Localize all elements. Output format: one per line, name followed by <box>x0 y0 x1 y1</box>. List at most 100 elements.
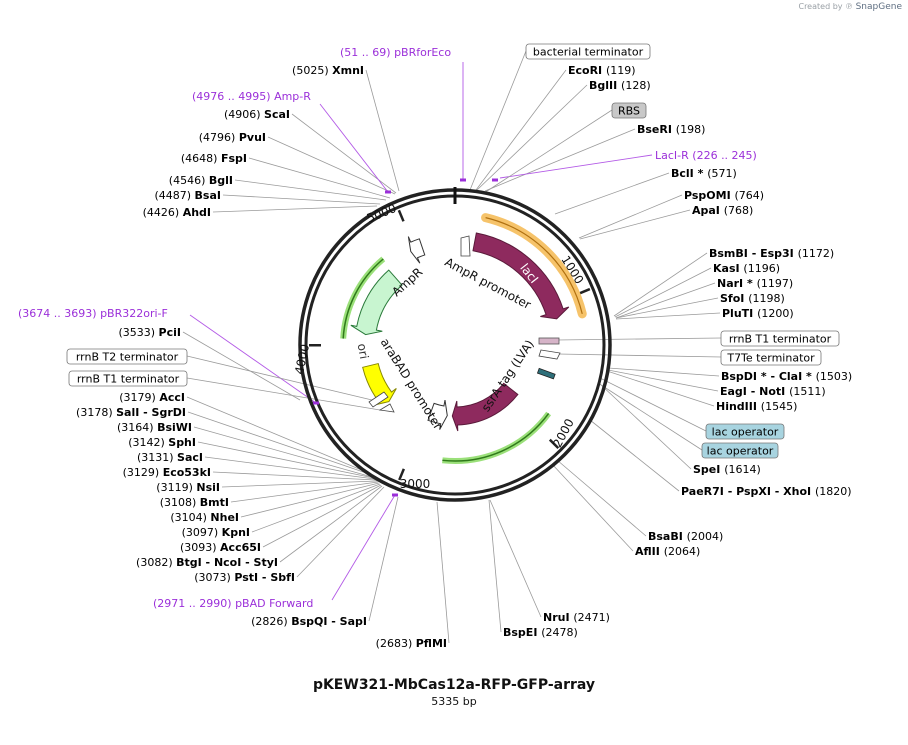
site-name: ApaI <box>692 204 724 217</box>
site-name: SfoI <box>720 292 748 305</box>
primer-range: LacI-R <box>655 149 692 162</box>
feature-box-label-rbs-1: RBS <box>618 105 640 118</box>
site-position: (2064) <box>664 545 701 558</box>
box-leader-5 <box>597 382 703 451</box>
leader-bsiwi <box>193 426 373 478</box>
leader-pvui <box>267 136 396 195</box>
site-name: PciI <box>159 326 181 339</box>
site-name: NheI <box>210 511 239 524</box>
site-name: KpnI <box>222 526 250 539</box>
ori-feature-arrow <box>362 362 397 406</box>
lacI-highlight-line <box>485 217 583 315</box>
rrnB-T1b-feature <box>378 403 395 413</box>
site-position: (1545) <box>761 400 798 413</box>
site-label-sfoi: SfoI (1198) <box>720 292 785 305</box>
site-position: (764) <box>735 189 765 202</box>
site-name: EcoRI <box>568 64 606 77</box>
plasmid-name: pKEW321-MbCas12a-RFP-GFP-array <box>312 677 596 693</box>
site-label-kpni: (3097) KpnI <box>182 526 250 539</box>
leader-hindiii <box>606 370 715 407</box>
site-name: BglI <box>209 174 233 187</box>
site-label-saci: (3131) SacI <box>137 451 203 464</box>
tick-1000 <box>578 287 591 295</box>
ori-label: ori <box>355 342 371 360</box>
site-label-pspomi: PspOMI (764) <box>684 189 764 202</box>
leader-bsai <box>222 194 381 205</box>
site-position: (3082) <box>136 556 176 569</box>
site-position: (3129) <box>123 466 163 479</box>
site-position: (198) <box>676 123 706 136</box>
site-label-nhei: (3104) NheI <box>170 511 239 524</box>
site-label-pluti: PluTI (1200) <box>722 307 794 320</box>
feature-box-rrnb-t2-terminator-6 <box>66 348 188 365</box>
site-label-sali-sgrdi: (3178) SalI - SgrDI <box>76 406 186 419</box>
site-name: BsaI <box>195 189 221 202</box>
site-position: (1196) <box>743 262 780 275</box>
leader-psti-sbfi <box>296 486 385 578</box>
primer-label-226-245: LacI-R (226 .. 245) <box>655 149 757 162</box>
primer-range: (4976 .. 4995) <box>192 90 274 103</box>
site-position: (1198) <box>748 292 785 305</box>
site-name: BtgI - NcoI - StyI <box>176 556 278 569</box>
tick-label-4000: 4000 <box>292 343 312 376</box>
site-name: BseRI <box>637 123 676 136</box>
leader-btgi-ncoi-styi <box>279 485 383 563</box>
primer-range: (3674 .. 3693) <box>18 307 100 320</box>
leader-sfoi <box>615 297 719 319</box>
tick-label-5000: 5000 <box>365 201 399 225</box>
site-name: SpeI <box>693 463 724 476</box>
site-name: BglII <box>589 79 621 92</box>
terminator-feature <box>460 235 471 257</box>
backbone-outer-ring <box>298 188 612 502</box>
site-label-nari: NarI * (1197) <box>717 277 793 290</box>
tick-3000 <box>398 468 406 481</box>
leader-bgli <box>234 179 387 201</box>
site-name: FspI <box>221 152 247 165</box>
leader-xmni <box>365 69 400 192</box>
site-name: PspOMI <box>684 189 735 202</box>
site-label-fspi: (4648) FspI <box>181 152 247 165</box>
leader-pflmi <box>436 501 450 644</box>
site-position: (5025) <box>292 64 332 77</box>
site-position: (3142) <box>128 436 168 449</box>
leader-acc65i <box>262 484 382 548</box>
site-name: NsiI <box>196 481 220 494</box>
araC-feature-arrow <box>451 382 519 432</box>
ampR-promoter-arrow <box>407 236 426 264</box>
feature-box-lac-operator-5 <box>701 442 779 459</box>
leader-bcli <box>554 172 670 215</box>
leader-kasi <box>614 267 712 318</box>
site-position: (2471) <box>573 611 610 624</box>
site-name: PstI - SbfI <box>234 571 295 584</box>
site-name: PvuI <box>239 131 266 144</box>
snapgene-credit: Created by ℗ SnapGene <box>798 2 902 12</box>
site-name: PaeR7I - PspXI - XhoI <box>681 485 815 498</box>
box-leader-6 <box>186 355 373 401</box>
arac-highlight-line <box>442 413 550 462</box>
site-position: (1172) <box>798 247 835 260</box>
leader-bseri <box>484 128 636 192</box>
leader-apai <box>579 209 691 240</box>
primer-name: pBR322ori-F <box>100 307 168 320</box>
leader-saci <box>204 456 376 480</box>
site-position: (1200) <box>757 307 794 320</box>
primer-name: Amp-R <box>274 90 311 103</box>
site-name: Eco53kI <box>163 466 211 479</box>
site-position: (3164) <box>117 421 157 434</box>
leader-acci <box>186 396 372 475</box>
site-name: KasI <box>713 262 743 275</box>
leader-eco53ki <box>212 471 377 481</box>
site-label-psti-sbfi: (3073) PstI - SbfI <box>194 571 295 584</box>
site-label-bcli: BclI * (571) <box>671 167 737 180</box>
site-position: (4487) <box>154 189 194 202</box>
site-name: BmtI <box>200 496 229 509</box>
leader-nhei <box>240 482 380 518</box>
box-leader-4 <box>599 377 707 432</box>
site-name: SacI <box>177 451 203 464</box>
primer-range: (2971 .. 2990) <box>153 597 235 610</box>
site-label-ahdi: (4426) AhdI <box>143 206 211 219</box>
ssrA-tag-feature <box>536 367 556 380</box>
site-position: (1197) <box>757 277 794 290</box>
site-name: AccI <box>159 391 185 404</box>
site-position: (128) <box>621 79 651 92</box>
